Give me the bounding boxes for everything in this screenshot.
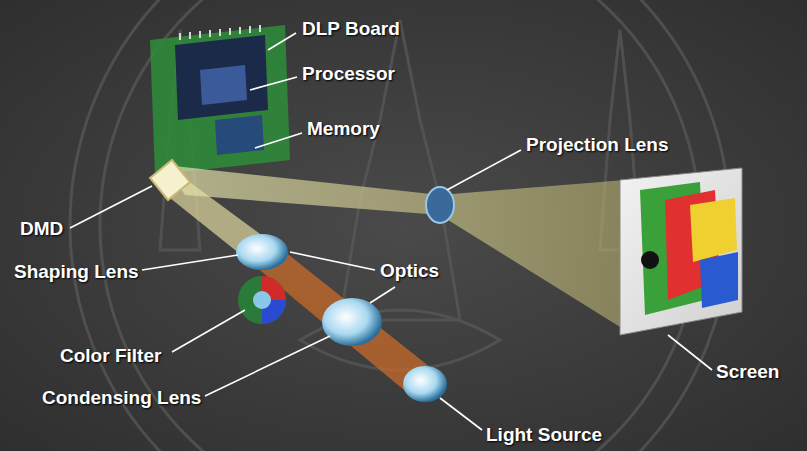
projection-lens — [426, 187, 454, 223]
shaping-lens — [236, 234, 288, 270]
part-label: Projection Lens — [526, 134, 669, 156]
dmd-chip — [150, 160, 190, 200]
condensing-lens — [322, 298, 382, 346]
part-label: DMD — [20, 218, 63, 240]
part-label: Condensing Lens — [42, 387, 201, 409]
part-label: DLP Board — [302, 18, 400, 40]
part-label: Memory — [307, 118, 380, 140]
projection-beam — [165, 165, 625, 330]
light-source — [403, 366, 447, 402]
screen — [620, 168, 742, 335]
color-wheel — [238, 276, 286, 324]
leader-lines — [70, 33, 712, 430]
part-label: Color Filter — [60, 345, 161, 367]
part-label: Shaping Lens — [14, 261, 139, 283]
part-label: Processor — [302, 63, 395, 85]
dlp-board — [150, 25, 290, 175]
part-label: Screen — [716, 361, 779, 383]
part-label: Optics — [380, 260, 439, 282]
part-label: Light Source — [486, 424, 602, 446]
